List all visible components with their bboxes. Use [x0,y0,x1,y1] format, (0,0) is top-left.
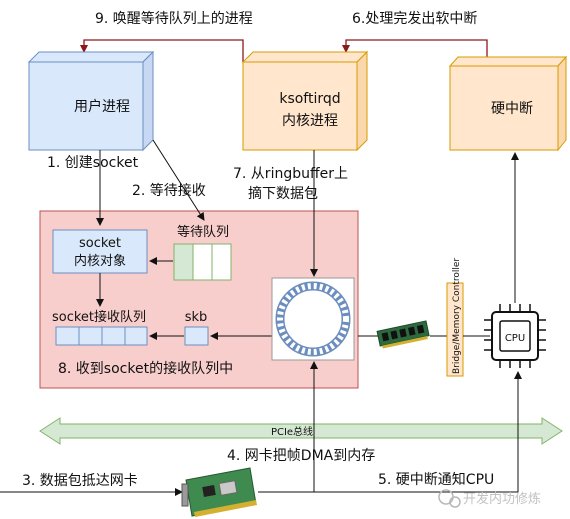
pcie-bus [39,417,563,445]
bridge-box [446,282,464,377]
ksoftirqd-node: ksoftirqd 内核进程 [241,50,369,152]
network-card-icon [181,467,257,517]
socket-object-label-line2: 内核对象 [74,253,126,269]
ringbuffer [271,277,355,361]
cpu-label: CPU [505,333,525,344]
recv-queue-label: socket接收队列 [52,309,146,325]
cpu-icon: CPU [484,304,546,368]
socket-object-label-line1: socket [79,236,121,251]
step-1-label: 1. 创建socket [47,155,139,171]
user-process-node: 用户进程 [27,50,155,152]
step-8-label: 8. 收到socket的接收队列中 [58,360,233,377]
softirq-arrow [342,39,488,66]
pcie-label: PCIe总线 [271,425,313,438]
hard-irq-label: 硬中断 [491,101,533,117]
ksoftirqd-label-line1: ksoftirqd [279,91,340,107]
step-4-label: 4. 网卡把帧DMA到内存 [227,448,375,464]
step-5-label: 5. 硬中断通知CPU [378,471,494,488]
wait-queue [173,243,232,281]
skb-box [184,326,209,346]
step-2-label: 2. 等待接收 [132,182,206,199]
ksoftirqd-label-line2: 内核进程 [282,113,338,129]
step-7-label-line1: 7. 从ringbuffer上 [233,166,348,182]
step-7-label-line2: 摘下数据包 [248,185,318,202]
watermark: 开发内功修炼 [438,489,541,508]
socket-recv-queue [55,326,148,346]
wait-queue-label: 等待队列 [177,224,229,240]
bridge-label: Bridge/Memory Controller [452,258,462,374]
step-6-label: 6.处理完发出软中断 [352,11,477,27]
step-9-label: 9. 唤醒等待队列上的进程 [95,10,253,27]
wakeup-arrow [80,39,244,62]
wait-receive-arrow [152,139,205,221]
memory-module-icon [376,320,430,349]
hard-irq-node: 硬中断 [448,55,568,152]
socket-object-box [52,229,148,274]
skb-label: skb [185,310,208,325]
step-3-label: 3. 数据包抵达网卡 [22,473,138,489]
user-process-label: 用户进程 [74,98,130,115]
watermark-text: 开发内功修炼 [463,491,541,507]
